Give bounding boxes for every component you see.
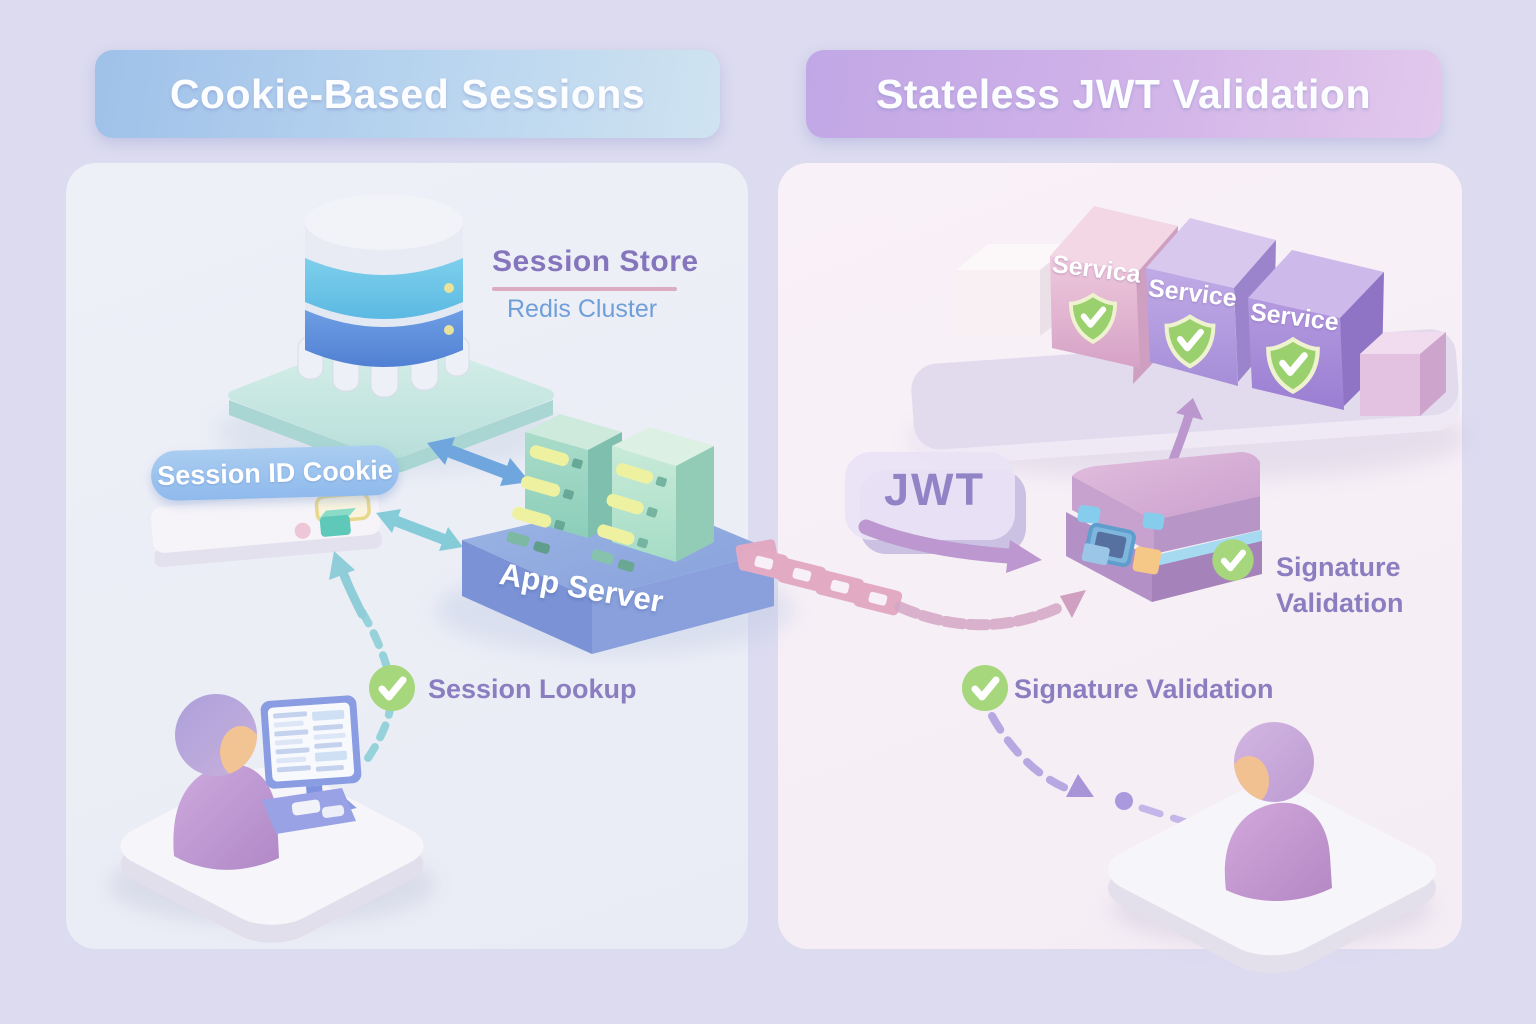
session-id-cookie-pill: Session ID Cookie (150, 444, 400, 502)
signature-line: Signature (1276, 552, 1401, 582)
left-title: Cookie-Based Sessions (169, 70, 646, 117)
left-title-banner: Cookie-Based Sessions (95, 50, 720, 138)
session-store-underline (492, 287, 677, 291)
left-panel-cookie-sessions (66, 163, 748, 949)
session-store-label: Session Store (492, 245, 699, 278)
signature-validation-stacked-label: Signature Validation (1276, 549, 1404, 621)
right-title: Stateless JWT Validation (875, 70, 1372, 117)
jwt-label: JWT (884, 464, 985, 515)
right-title-banner: Stateless JWT Validation (806, 50, 1441, 138)
session-lookup-label: Session Lookup (428, 674, 637, 704)
validation-line: Validation (1276, 588, 1404, 618)
redis-cluster-label: Redis Cluster (507, 295, 658, 323)
signature-validation-label: Signature Validation (1014, 674, 1274, 704)
